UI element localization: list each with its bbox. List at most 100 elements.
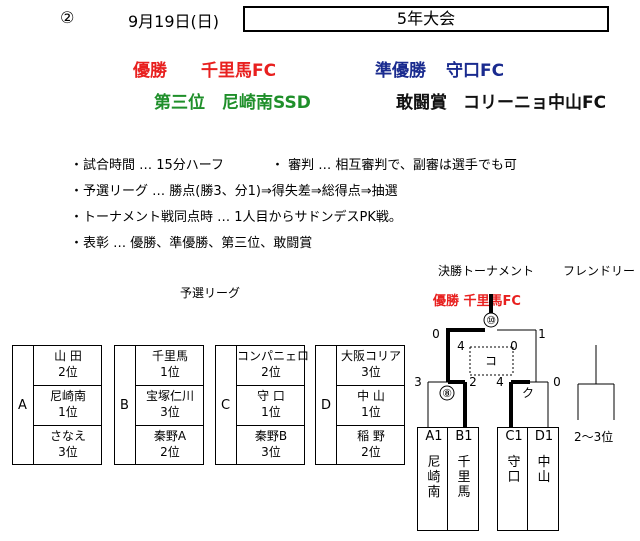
group-team-name: さなえ [49,429,86,443]
group-row-divider [135,385,204,386]
group-row-divider [336,385,405,386]
group-team-name: 秦野A [153,429,187,443]
league-group-box [215,345,305,465]
friendly-slot-label: 2～3位 [574,430,614,444]
bracket-semi-right [509,380,549,427]
third-team: 尼崎南SSD [222,93,311,113]
rule-tiebreak: ・トーナメント戦同点時 … 1人目からサドンデスPK戦。 [70,210,402,225]
rule-league-ranking: ・予選リーグ … 勝点(勝3、分1)⇒得失差⇒総得点⇒抽選 [70,184,398,199]
fighting-label: 敢闘賞 [396,93,447,113]
group-row-divider [236,425,305,426]
group-letter: A [18,398,27,413]
slot-seed: B1 [455,429,473,444]
score-semi-left-left: 3 [414,375,422,389]
group-team-name: 大阪コリア [340,349,401,363]
group-row-divider [33,385,102,386]
slot-team-char: 尼 [427,455,441,470]
slot-seed: C1 [505,429,523,444]
group-team-rank: 3位 [160,405,180,419]
group-team-rank: 3位 [58,445,78,459]
group-team-rank: 1位 [160,365,180,379]
score-semi-right-right: 0 [553,375,561,389]
slot-team-char: 守 [507,455,521,470]
group-divider [33,345,34,465]
group-team-rank: 2位 [361,445,381,459]
slot-divider-left [447,427,448,531]
group-team-rank: 1位 [361,405,381,419]
score-semi-left-right: 2 [469,375,477,389]
semi-right-id: ク [522,386,534,400]
fighting-team: コリーニョ中山FC [463,93,607,113]
runner-up-team: 守口FC [446,61,505,81]
slot-divider-right [527,427,528,531]
score-third-left: 4 [457,339,465,353]
group-letter: C [221,398,231,413]
final-match-marker [483,312,499,328]
slot-team-char: 崎 [427,470,441,485]
score-final-right: 1 [538,327,546,341]
champion-team: 千里馬FC [201,61,277,81]
group-row-divider [135,425,204,426]
bracket-final [446,294,537,382]
group-team-rank: 2位 [58,365,78,379]
event-date: 9月19日(日) [128,12,220,31]
slot-team-char: 里 [457,470,471,485]
league-heading: 予選リーグ [180,286,241,300]
league-group-box [12,345,102,465]
group-team-rank: 1位 [58,405,78,419]
score-final-left: 0 [432,327,440,341]
group-team-name: 稲 野 [357,429,385,443]
bracket-third-place [469,346,514,376]
rule-referee: ・ 審判 … 相互審判で、副審は選手でも可 [271,158,517,173]
group-divider [336,345,337,465]
slot-pair-left [417,427,479,531]
rule-match-time: ・試合時間 … 15分ハーフ [70,158,225,173]
third-label: 第三位 [154,93,205,113]
slot-seed: A1 [425,429,443,444]
slot-pair-right [497,427,559,531]
slot-team-char: 千 [457,455,471,470]
tournament-heading: 決勝トーナメント [438,264,535,278]
group-team-name: 宝塚仁川 [145,389,194,403]
group-team-name: コンパニェロ [237,349,310,363]
score-third-right: 0 [510,339,518,353]
group-letter: B [120,398,129,413]
winner-banner: 優勝 千里馬FC [433,294,521,309]
event-title: 5年大会 [243,6,609,32]
slot-team-char: 口 [507,470,521,485]
group-team-name: 山 田 [54,349,82,363]
group-divider [135,345,136,465]
rule-awards: ・表彰 … 優勝、準優勝、第三位、敢闘賞 [70,236,313,251]
semi-left-marker [439,385,455,401]
champion-label: 優勝 [133,61,167,81]
slot-seed: D1 [534,429,554,444]
slot-team-char: 馬 [457,485,471,500]
group-row-divider [336,425,405,426]
group-team-rank: 3位 [361,365,381,379]
third-place-id: コ [485,354,497,368]
match-number: ② [60,8,75,27]
group-team-rank: 2位 [160,445,180,459]
group-team-name: 尼崎南 [49,389,86,403]
semi-left-id: ⑧ [442,387,452,400]
runner-up-label: 準優勝 [375,61,426,81]
score-semi-right-left: 4 [496,375,504,389]
group-team-name: 中 山 [357,389,385,403]
bracket-friendly [577,345,615,420]
slot-team-char: 中 [537,455,551,470]
friendly-heading: フレンドリー [563,264,636,278]
final-match-id: ⑩ [486,314,496,327]
slot-team-char: 山 [537,470,551,485]
group-letter: D [321,398,332,413]
league-group-box [114,345,204,465]
group-team-name: 千里馬 [151,349,188,363]
group-team-name: 守 口 [257,389,285,403]
group-team-name: 秦野B [254,429,288,443]
group-team-rank: 3位 [261,445,281,459]
group-row-divider [33,425,102,426]
group-row-divider [236,385,305,386]
bracket-semi-left [427,380,467,427]
group-team-rank: 1位 [261,405,281,419]
league-group-box [315,345,405,465]
